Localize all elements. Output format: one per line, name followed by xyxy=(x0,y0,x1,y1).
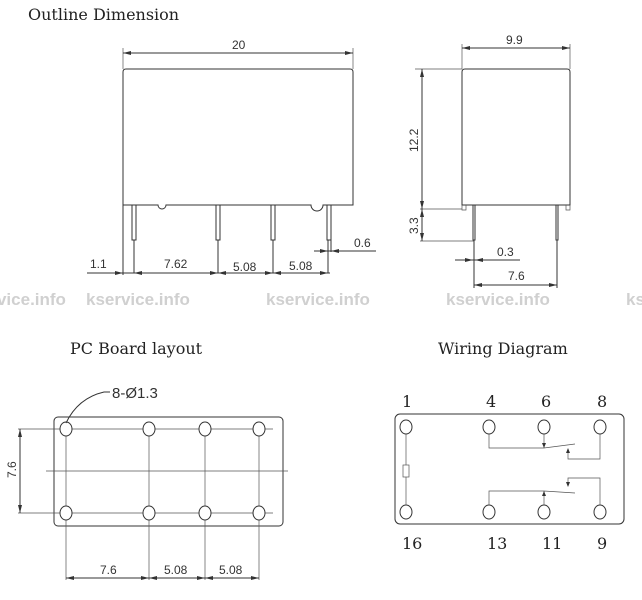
dim-width: 20 xyxy=(232,38,246,52)
watermark: kservice.info xyxy=(626,290,642,309)
hole-spec: 8-Ø1.3 xyxy=(112,385,158,402)
pin-label-13: 13 xyxy=(487,534,507,553)
pins xyxy=(131,204,332,273)
wiring-title: Wiring Diagram xyxy=(438,339,568,358)
front-view: 20 1.1 7.62 5.08 5.08 0.6 xyxy=(87,38,376,275)
pin-label-16: 16 xyxy=(402,534,422,553)
dim-depth: 9.9 xyxy=(506,33,523,47)
dim-height: 12.2 xyxy=(407,128,421,152)
dim-pitch3: 5.08 xyxy=(233,260,257,274)
dim-pitch4: 5.08 xyxy=(289,259,313,273)
outline-title: Outline Dimension xyxy=(28,5,179,24)
dim-pitch2: 7.62 xyxy=(164,257,188,271)
watermark: kservice.info xyxy=(446,290,550,309)
watermarks: kservice.info kservice.info kservice.inf… xyxy=(0,290,642,309)
pin-label-11: 11 xyxy=(542,534,562,553)
watermark: kservice.info xyxy=(0,290,66,309)
dim-pin-length: 3.3 xyxy=(407,217,421,234)
pin-label-4: 4 xyxy=(486,392,496,411)
pcb-layout: 8-Ø1.3 7.6 7.6 5.08 5.08 xyxy=(5,385,288,580)
dim-col3: 5.08 xyxy=(219,563,243,577)
pin-label-9: 9 xyxy=(597,534,607,553)
wiring-diagram: 1 4 6 8 16 13 11 9 xyxy=(394,392,625,553)
pin-label-8: 8 xyxy=(597,392,607,411)
watermark: kservice.info xyxy=(266,290,370,309)
dim-col2: 5.08 xyxy=(164,563,188,577)
pcb-title: PC Board layout xyxy=(70,339,203,358)
pin-label-6: 6 xyxy=(541,392,551,411)
dim-col1: 7.6 xyxy=(100,563,117,577)
dim-row-spacing: 7.6 xyxy=(5,461,19,478)
dim-pitch1: 1.1 xyxy=(90,257,107,271)
dim-pin-thickness: 0.3 xyxy=(497,245,514,259)
dim-pin-width: 0.6 xyxy=(354,236,371,250)
watermark: kservice.info xyxy=(86,290,190,309)
coil-icon xyxy=(402,464,410,478)
dim-pin-spacing: 7.6 xyxy=(508,269,525,283)
pin-label-1: 1 xyxy=(402,392,412,411)
side-view: 9.9 12.2 3.3 0.3 7.6 xyxy=(407,33,571,288)
